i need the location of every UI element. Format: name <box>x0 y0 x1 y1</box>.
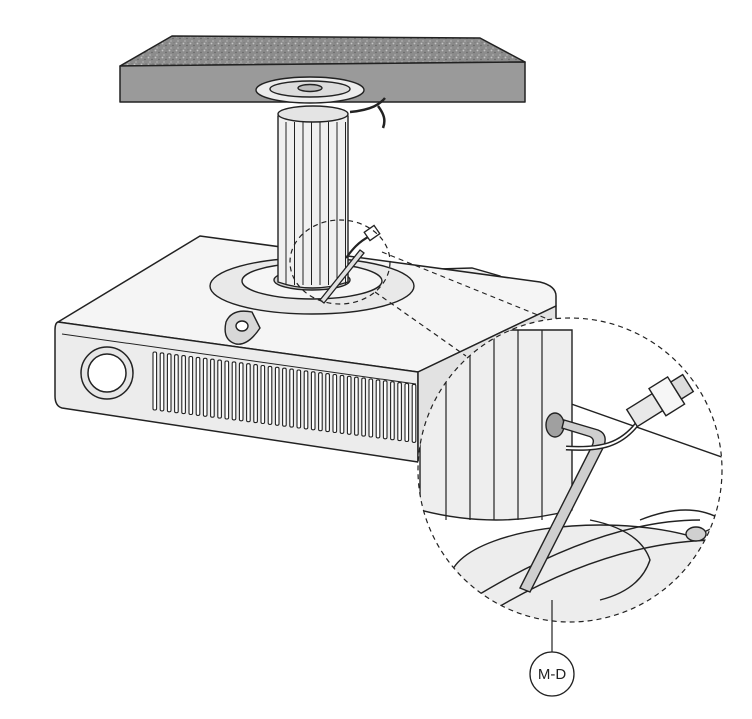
vent-slot <box>202 357 208 417</box>
vent-slot <box>404 382 410 443</box>
vent-slot <box>397 382 402 442</box>
callout-md: M-D <box>529 600 575 697</box>
vent-slot <box>152 351 158 411</box>
vent-slot <box>159 352 165 412</box>
vent-slot <box>195 356 201 416</box>
vent-slot <box>231 361 237 421</box>
vent-slot <box>282 367 287 427</box>
projector-lens <box>80 346 134 400</box>
vent-slot <box>332 373 338 434</box>
vent-slot <box>346 375 352 435</box>
vent-slot <box>260 364 266 425</box>
vent-slot <box>325 373 330 433</box>
vent-slot <box>210 358 215 418</box>
vent-slot <box>382 380 388 440</box>
mount-pole <box>277 105 349 289</box>
vent-slot <box>318 372 323 432</box>
vent-slot <box>354 376 359 436</box>
vent-slot <box>224 360 230 420</box>
vent-slot <box>361 377 366 437</box>
vent-slot <box>289 368 294 428</box>
vent-slot <box>303 370 309 430</box>
vent-slot <box>339 374 345 434</box>
projector-vent <box>152 351 417 443</box>
vent-slot <box>375 379 381 439</box>
vent-slot <box>310 371 316 431</box>
ceiling-cable <box>349 97 386 129</box>
vent-slot <box>253 364 258 424</box>
vent-slot <box>217 359 222 419</box>
vent-slot <box>274 366 280 426</box>
vent-slot <box>390 381 395 441</box>
zoom-leader-lines <box>374 251 561 357</box>
callout-label: M-D <box>538 666 566 683</box>
vent-slot <box>296 369 302 429</box>
ceiling-slab <box>119 35 526 103</box>
vent-slot <box>267 365 273 425</box>
vent-slot <box>238 362 244 422</box>
vent-slot <box>166 353 172 413</box>
vent-slot <box>188 355 194 416</box>
detail-circle <box>289 219 391 305</box>
vent-slot <box>411 383 417 443</box>
vent-slot <box>246 363 251 423</box>
vent-slot <box>181 355 186 415</box>
zoom-detail <box>417 317 723 623</box>
ceiling-plate <box>255 76 365 104</box>
vent-slot <box>368 378 374 438</box>
main-hex-key <box>319 224 381 304</box>
vent-slot <box>174 354 179 414</box>
